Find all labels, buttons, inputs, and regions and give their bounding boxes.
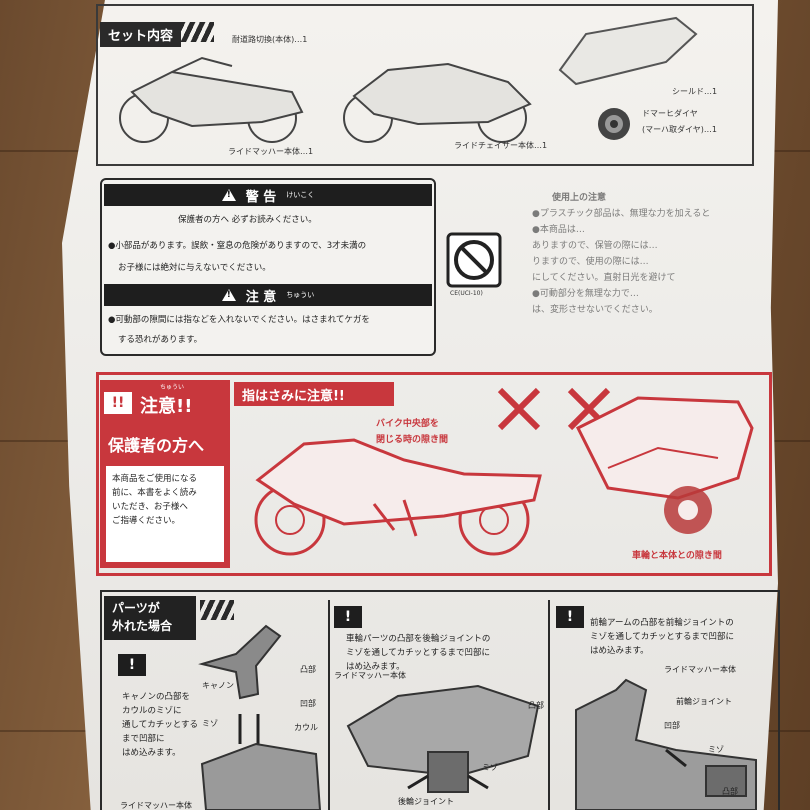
tab-stripes bbox=[200, 600, 234, 620]
shield-drawing bbox=[558, 16, 698, 86]
item-caption: ライドチェイサー本体…1 bbox=[454, 141, 548, 150]
step2-label: ライドマッハー本体 bbox=[334, 671, 406, 680]
step2-label: 後輪ジョイント bbox=[398, 797, 454, 806]
pinch-bike-drawing bbox=[254, 438, 542, 556]
card-line: 本商品をご使用になる bbox=[112, 474, 198, 484]
callout-line: バイク中央部を bbox=[376, 419, 439, 429]
parts-tab-line: 外れた場合 bbox=[112, 619, 173, 633]
red-caution-subtitle: 保護者の方へ bbox=[108, 436, 205, 455]
warning-line: お子様には絶対に与えないでください。 bbox=[118, 263, 271, 273]
step3-label: ライドマッハー本体 bbox=[664, 665, 736, 674]
step2-text: 車輪パーツの凸部を後輪ジョイントの ミゾを通してカチッとするまで凹部に はめ込み… bbox=[346, 632, 490, 674]
step2-exclamation-icon: ! bbox=[334, 606, 362, 628]
step1-line: まで凹部に bbox=[122, 734, 165, 744]
step1-line: カウルのミゾに bbox=[122, 706, 182, 716]
step1-exclamation-icon: ! bbox=[118, 654, 146, 676]
usage-notes: 使用上の注意 ●プラスチック部品は、無理な力を加えると ●本商品は… ありますの… bbox=[532, 190, 747, 318]
step1-label: ライドマッハー本体 bbox=[120, 801, 192, 810]
caution-title: 注 意 bbox=[245, 289, 277, 305]
wheel-gap-drawing bbox=[575, 396, 754, 534]
parts-tab-line: パーツが bbox=[112, 601, 160, 615]
step3-line: ミゾを通してカチッとするまで凹部に bbox=[590, 632, 734, 642]
step3-exclamation-icon: ! bbox=[556, 606, 584, 628]
red-caution-reading: ちゅうい bbox=[160, 384, 185, 391]
card-line: ご指導ください。 bbox=[112, 516, 181, 526]
caution-line: する恐れがあります。 bbox=[118, 335, 203, 345]
set-contents-box bbox=[96, 4, 754, 166]
dial-drawing bbox=[598, 108, 630, 140]
warning-lead: 保護者の方へ 必ずお読みください。 bbox=[178, 215, 317, 225]
caution-triangle-icon bbox=[221, 289, 236, 301]
step2-label: 凸部 bbox=[528, 701, 544, 710]
step2-line: 車輪パーツの凸部を後輪ジョイントの bbox=[346, 634, 491, 644]
age-symbol-icon bbox=[446, 232, 502, 288]
callout-bottom: 車輪と本体との隙き間 bbox=[632, 551, 722, 561]
notes-line: ありますので、保管の際には… bbox=[532, 241, 658, 251]
parts-box bbox=[100, 590, 780, 810]
warning-panel bbox=[100, 178, 436, 356]
warning-reading: けいこく bbox=[286, 191, 315, 199]
step1-label: カウル bbox=[294, 723, 318, 732]
step3-label: 凸部 bbox=[722, 787, 738, 796]
exclamation-icon: !! bbox=[104, 392, 132, 414]
tab-stripes bbox=[180, 22, 214, 42]
notes-line: りますので、使用の際には… bbox=[532, 257, 649, 267]
red-caution-title: 注意!! bbox=[140, 396, 193, 417]
warning-title: 警 告 bbox=[245, 189, 277, 205]
step-divider bbox=[548, 600, 550, 810]
red-caution-box bbox=[96, 372, 772, 576]
step2-line: ミゾを通してカチッとするまで凹部に bbox=[346, 648, 490, 658]
step1-drawing bbox=[198, 624, 322, 810]
item-caption: (マーハ取ダイヤ)…1 bbox=[642, 125, 717, 134]
symbol-caption: CE(UCI-10) bbox=[450, 290, 483, 297]
caution-reading: ちゅうい bbox=[286, 291, 315, 299]
card-line: いただき、お子様へ bbox=[112, 502, 188, 512]
warning-triangle-icon bbox=[221, 189, 236, 201]
ride-chaser-drawing bbox=[343, 62, 532, 143]
step1-text: キャノンの凸部を カウルのミゾに 通してカチッとする まで凹部に はめ込みます。 bbox=[122, 690, 198, 760]
step-divider bbox=[328, 600, 330, 810]
step1-label: 凸部 bbox=[300, 665, 316, 674]
step3-drawing bbox=[575, 678, 757, 810]
step3-line: はめ込みます。 bbox=[590, 646, 649, 656]
warning-line: ●小部品があります。誤飲・窒息の危険がありますので、3才未満の bbox=[108, 241, 367, 251]
notes-line: ●プラスチック部品は、無理な力を加えると bbox=[532, 209, 711, 219]
item-caption: シールド…1 bbox=[672, 87, 718, 96]
step3-text: 前輪アームの凸部を前輪ジョイントの ミゾを通してカチッとするまで凹部に はめ込み… bbox=[590, 616, 734, 658]
caution-line: ●可動部の隙間には指などを入れないでください。はさまれてケガを bbox=[108, 315, 370, 325]
step3-line: 前輪アームの凸部を前輪ジョイントの bbox=[590, 618, 734, 628]
step3-label: ミゾ bbox=[708, 745, 724, 754]
item-caption: ドマーヒダイヤ bbox=[642, 109, 698, 118]
set-contents-tab: セット内容 bbox=[100, 22, 182, 47]
parts-tab: パーツが 外れた場合 bbox=[104, 596, 196, 640]
caution-header: 注 意 ちゅうい bbox=[104, 284, 432, 306]
step1-line: はめ込みます。 bbox=[122, 748, 181, 758]
step2-drawing bbox=[346, 684, 540, 793]
step3-label: 前輪ジョイント bbox=[676, 697, 732, 706]
notes-title: 使用上の注意 bbox=[552, 193, 607, 203]
callout-line: 閉じる時の隙き間 bbox=[376, 435, 449, 445]
step3-label: 凹部 bbox=[664, 721, 680, 730]
top-caption: 耐道路切換(本体)…1 bbox=[232, 35, 308, 44]
finger-pinch-tab: 指はさみに注意!! bbox=[234, 382, 394, 406]
notes-line: ●本商品は… bbox=[532, 225, 585, 235]
step1-line: 通してカチッとする bbox=[122, 720, 198, 730]
ride-macher-drawing bbox=[119, 56, 304, 143]
step2-label: ミゾ bbox=[482, 763, 498, 772]
warning-header: 警 告 けいこく bbox=[104, 184, 432, 206]
step1-label: 凹部 bbox=[300, 699, 316, 708]
notes-line: は、変形させないでください。 bbox=[532, 305, 658, 315]
step1-label: キャノン bbox=[202, 681, 234, 690]
item-caption: ライドマッハー本体…1 bbox=[228, 147, 314, 156]
notes-line: にしてください。直射日光を避けて bbox=[532, 273, 676, 283]
card-line: 前に、本書をよく読み bbox=[112, 488, 197, 498]
notes-line: ●可動部分を無理な力で… bbox=[532, 289, 639, 299]
step2-line: はめ込みます。 bbox=[346, 662, 405, 672]
red-caution-card: 本商品をご使用になる 前に、本書をよく読み いただき、お子様へ ご指導ください。 bbox=[106, 466, 224, 562]
step1-label: ミゾ bbox=[202, 719, 218, 728]
step1-line: キャノンの凸部を bbox=[122, 692, 191, 702]
